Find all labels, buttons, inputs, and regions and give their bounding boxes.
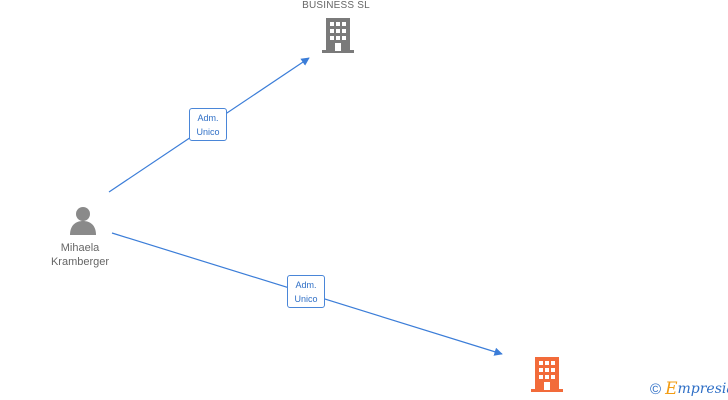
person-label[interactable]: Mihaela Kramberger — [40, 241, 120, 269]
brand-initial: E — [665, 379, 678, 399]
person-label-line1: Mihaela — [60, 242, 100, 254]
edge-label-bottom[interactable]: Adm. Unico — [287, 275, 325, 308]
building-icon-highlighted[interactable] — [531, 357, 563, 393]
copyright-icon: © — [650, 380, 662, 398]
building-icon[interactable] — [322, 18, 354, 54]
edge-label-bottom-line1: Adm. — [295, 280, 317, 290]
edge-label-top[interactable]: Adm. Unico — [189, 108, 227, 141]
edge-label-top-line2: Unico — [196, 127, 220, 137]
edge-label-bottom-line2: Unico — [294, 294, 318, 304]
edge-label-top-line1: Adm. — [197, 113, 219, 123]
person-icon[interactable] — [68, 205, 98, 235]
brand-rest: mpresia — [677, 381, 728, 397]
company-top-label[interactable]: BUSINESS SL — [302, 0, 370, 11]
empresia-watermark: © E mpresia — [650, 378, 728, 400]
person-label-line2: Kramberger — [50, 256, 110, 268]
